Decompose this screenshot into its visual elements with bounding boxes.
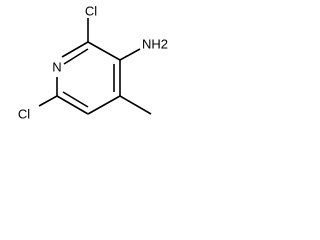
bond-n-c2 [61, 41, 89, 58]
bond-c2-c3 [87, 41, 121, 61]
bond-c3-nh2 [119, 48, 141, 61]
chemical-structure: Cl NH2 N Cl [18, 4, 168, 122]
atom-label-cl-top: Cl [85, 4, 97, 19]
atom-label-nh2: NH2 [142, 37, 168, 52]
bond-c5-c6 [56, 95, 89, 115]
atom-label-n-ring: N [52, 60, 61, 75]
bond-c6-cl [38, 95, 58, 107]
bond-c5-c6-inner [62, 91, 89, 108]
bond-c4-methyl [119, 95, 152, 115]
atom-label-cl-bottom: Cl [18, 107, 30, 122]
bond-n-c2-inner [63, 48, 89, 65]
bond-c4-c5 [87, 95, 121, 115]
